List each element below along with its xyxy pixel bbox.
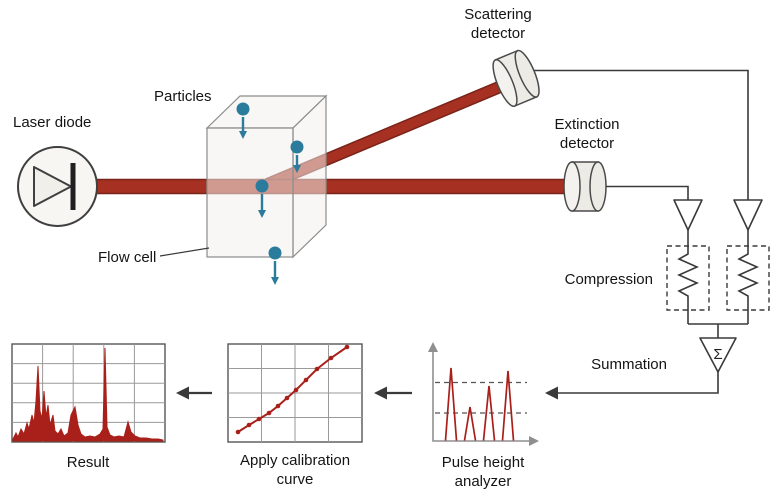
particle-dot: [290, 140, 304, 173]
result-label: Result: [66, 454, 110, 471]
extinction-detector-label: Extinction detector: [554, 116, 620, 152]
pulse-peaks: [444, 367, 515, 441]
calibration-points: [235, 344, 350, 435]
flow-cell-pointer-line: [159, 247, 210, 257]
laser-diode-label: Laser diode: [13, 114, 92, 131]
compression-label: Compression: [564, 271, 653, 288]
result-chart: [11, 343, 166, 443]
pulse-height-analyzer-label: Pulse height analyzer: [441, 454, 525, 490]
flow-cell-label: Flow cell: [98, 249, 157, 266]
extinction-wire: [606, 185, 689, 200]
particle-dot: [255, 179, 269, 218]
summation-output-wire: [557, 372, 719, 394]
calibration-chart: [227, 343, 363, 443]
summation-arrow-head: [545, 386, 558, 400]
apply-calibration-curve-label: Apply calibration curve: [239, 452, 351, 488]
result-spectrum: [12, 347, 164, 442]
flow-arrow: [176, 386, 212, 400]
resistor-left: [677, 246, 699, 310]
scattering-detector-shape: [492, 49, 540, 108]
summation-label: Summation: [591, 356, 667, 373]
particles-label: Particles: [154, 88, 212, 105]
particle-dot: [268, 246, 282, 285]
compression-amplifier-right: [733, 199, 763, 231]
summation-amplifier: [699, 337, 737, 373]
extinction-detector-shape: [563, 161, 607, 212]
particles-group: [236, 102, 304, 285]
scattering-detector-label: Scattering detector: [464, 6, 532, 42]
laser-diode-symbol: [17, 146, 98, 227]
resistor-right: [737, 246, 759, 310]
compression-amplifier-left: [673, 199, 703, 231]
particle-dot: [236, 102, 250, 139]
flow-cell-box: [205, 94, 328, 259]
sigma-symbol: Σ: [713, 346, 722, 363]
scattering-wire: [534, 69, 749, 200]
laser-beam: [94, 178, 573, 195]
pulse-chart: [428, 342, 539, 446]
flow-arrow: [374, 386, 412, 400]
